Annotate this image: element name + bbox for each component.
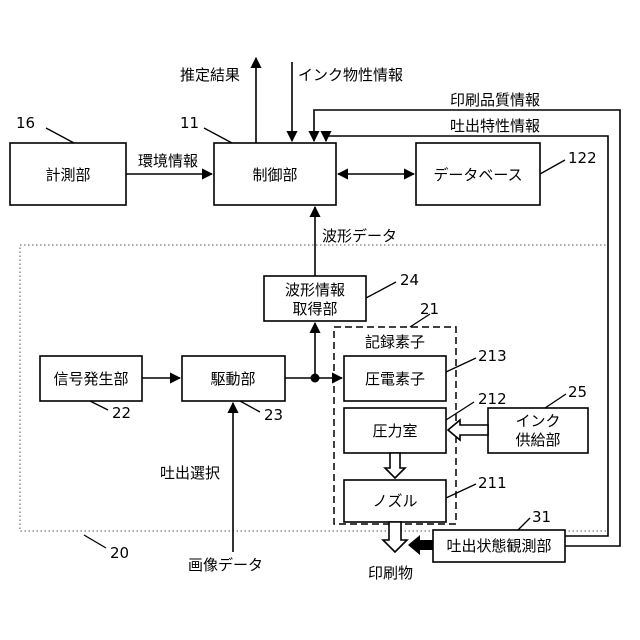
printed-matter-label: 印刷物 (368, 564, 413, 582)
ref-213: 213 (478, 347, 507, 365)
waveform-acquisition-label-line2: 取得部 (292, 300, 337, 318)
control-unit-label: 制御部 (252, 166, 297, 184)
ref-21: 21 (420, 300, 439, 318)
nozzle-to-print-hollow-arrow (383, 522, 407, 552)
ejection-observation-label: 吐出状態観測部 (446, 537, 551, 555)
ink-supply-block: インク 供給部 (488, 408, 588, 453)
ref-212-leader (446, 402, 474, 420)
database-label: データベース (433, 166, 522, 184)
ref-25: 25 (568, 383, 587, 401)
ink-property-label: インク物性情報 (298, 66, 403, 84)
ref-213-leader (446, 358, 476, 372)
piezo-element-block: 圧電素子 (344, 356, 446, 401)
signal-generator-block: 信号発生部 (40, 356, 142, 401)
ref-122-leader (540, 160, 565, 174)
waveform-acquisition-label-line1: 波形情報 (285, 281, 345, 299)
waveform-acquisition-block: 波形情報 取得部 (264, 276, 366, 321)
signal-generator-label: 信号発生部 (53, 370, 128, 388)
ref-20-leader (84, 535, 106, 548)
measurement-unit-label: 計測部 (45, 166, 90, 184)
ink-to-chamber-hollow-arrow (448, 420, 488, 440)
ref-212: 212 (478, 390, 507, 408)
ref-23: 23 (264, 406, 283, 424)
ref-211: 211 (478, 474, 507, 492)
ref-31: 31 (532, 508, 551, 526)
waveform-data-label: 波形データ (322, 227, 397, 245)
print-quality-label: 印刷品質情報 (450, 91, 540, 109)
measurement-unit-block: 計測部 (10, 143, 126, 205)
ref-16-leader (46, 128, 74, 143)
ref-16: 16 (16, 114, 35, 132)
control-unit-block: 制御部 (214, 143, 336, 205)
driver-label: 駆動部 (210, 370, 255, 388)
ref-11: 11 (180, 114, 199, 132)
ejection-selection-label: 吐出選択 (160, 464, 220, 482)
estimation-result-label: 推定結果 (180, 66, 240, 84)
recording-element-label: 記録素子 (365, 333, 425, 351)
ink-supply-label-line2: 供給部 (515, 431, 560, 449)
ref-25-leader (545, 394, 566, 408)
pressure-chamber-block: 圧力室 (344, 408, 446, 453)
ejection-characteristic-label: 吐出特性情報 (450, 117, 540, 135)
ref-23-leader (240, 401, 260, 412)
ref-24-leader (366, 282, 396, 298)
ref-22: 22 (112, 404, 131, 422)
pressure-chamber-label: 圧力室 (372, 422, 417, 440)
ejection-observation-block: 吐出状態観測部 (433, 530, 565, 562)
observation-filled-arrow (408, 535, 433, 555)
image-data-label: 画像データ (188, 556, 263, 574)
database-block: データベース (416, 143, 540, 205)
nozzle-label: ノズル (372, 492, 417, 510)
ref-31-leader (518, 518, 530, 530)
ref-11-leader (204, 128, 232, 143)
ref-20: 20 (110, 544, 129, 562)
ref-22-leader (90, 401, 108, 410)
ref-211-leader (446, 484, 476, 498)
piezo-element-label: 圧電素子 (365, 370, 425, 388)
chamber-to-nozzle-hollow-arrow (385, 453, 405, 478)
ink-supply-label-line1: インク (515, 412, 560, 430)
ref-24: 24 (400, 271, 419, 289)
driver-block: 駆動部 (182, 356, 285, 401)
nozzle-block: ノズル (344, 480, 446, 522)
environment-info-label: 環境情報 (138, 152, 198, 170)
ref-122: 122 (568, 149, 597, 167)
